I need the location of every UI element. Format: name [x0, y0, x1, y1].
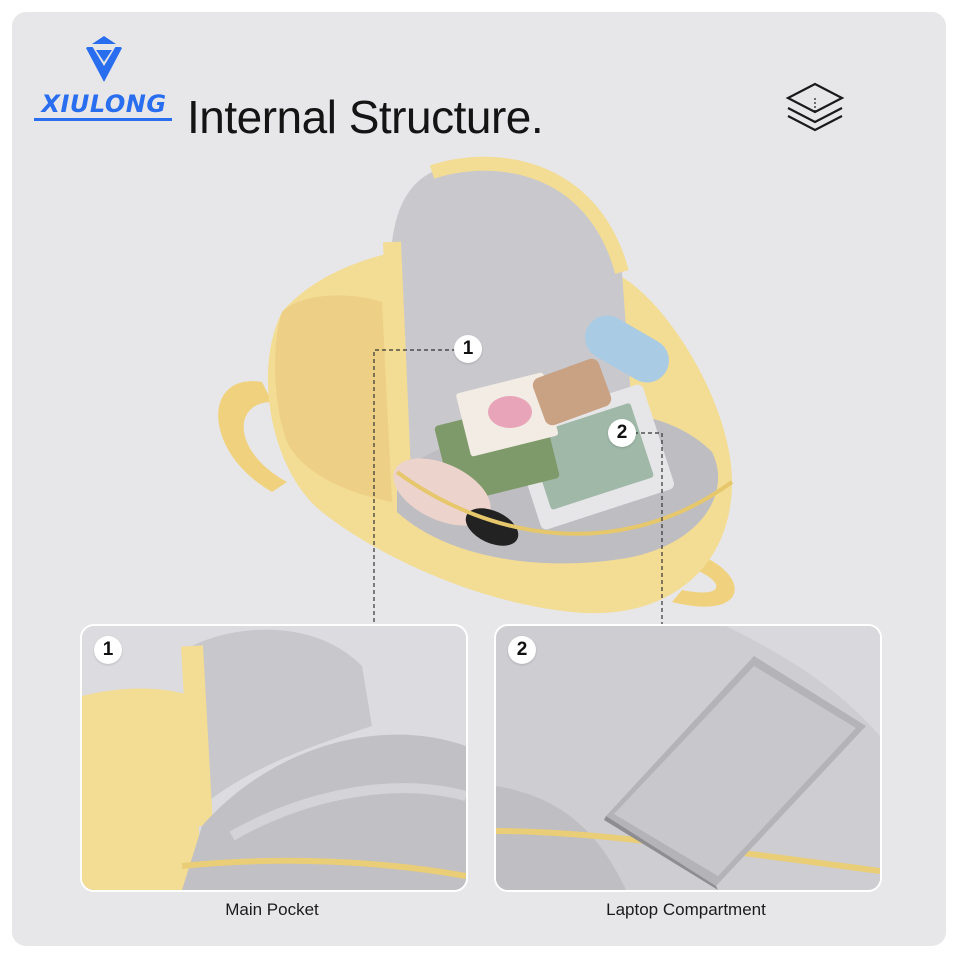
callout-badge-1: 1: [454, 335, 482, 363]
laptop-compartment-caption: Laptop Compartment: [606, 900, 766, 919]
product-card: XIULONG Internal Structure.: [12, 12, 946, 946]
laptop-compartment-panel: 2: [494, 624, 882, 892]
left-strap: [218, 381, 287, 492]
front-pocket: [275, 295, 392, 502]
main-pocket-panel: 1: [80, 624, 468, 892]
main-pocket-caption: Main Pocket: [225, 900, 319, 919]
main-pocket-image: [82, 626, 466, 890]
laptop-compartment-image: [496, 626, 880, 890]
diamond-logo-icon: [84, 36, 124, 82]
open-backpack-image: [218, 156, 735, 614]
panel-badge-2: 2: [508, 636, 536, 664]
panel-badge-1: 1: [94, 636, 122, 664]
page-title: Internal Structure.: [187, 91, 544, 143]
brand-name: XIULONG: [41, 90, 167, 118]
water-bottle: [585, 315, 669, 383]
laptop: [604, 656, 866, 890]
phone: [532, 358, 612, 426]
callout-badge-2: 2: [608, 419, 636, 447]
brand-logo: XIULONG: [34, 32, 174, 121]
brand-underline: [34, 118, 172, 121]
layers-icon: [785, 82, 845, 132]
